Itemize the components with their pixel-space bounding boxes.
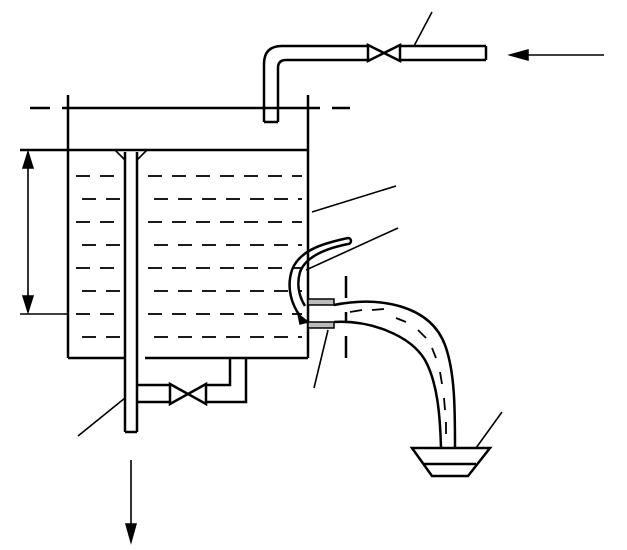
collecting-vessel xyxy=(409,446,493,478)
orifice-plate xyxy=(307,298,335,329)
jet-dash xyxy=(443,397,446,411)
outlet-arrow xyxy=(125,460,137,545)
overflow-pipe-leader xyxy=(77,397,126,437)
drain-valve-icon xyxy=(168,381,208,407)
head-dimension-arrow xyxy=(21,149,35,315)
water-level-dashes xyxy=(76,175,302,338)
water-jet xyxy=(333,300,457,449)
jet-dash xyxy=(431,347,437,359)
pitot-tube xyxy=(288,236,353,325)
inlet-valve-leader xyxy=(413,11,433,47)
tank-walls xyxy=(66,95,310,360)
tank-wall-leader xyxy=(311,185,397,213)
jet-dash xyxy=(439,371,443,385)
pitot-tube-leader xyxy=(305,227,399,271)
jet-dash xyxy=(371,308,385,311)
jet-dash xyxy=(349,309,363,313)
jet-dash xyxy=(395,317,407,323)
collecting-vessel-leader xyxy=(475,411,503,449)
drain-pipe xyxy=(137,358,248,404)
orifice-plate-leader xyxy=(313,329,329,389)
jet-dash xyxy=(417,329,427,339)
inlet-arrow xyxy=(507,49,604,61)
inlet-valve-icon xyxy=(366,42,402,64)
